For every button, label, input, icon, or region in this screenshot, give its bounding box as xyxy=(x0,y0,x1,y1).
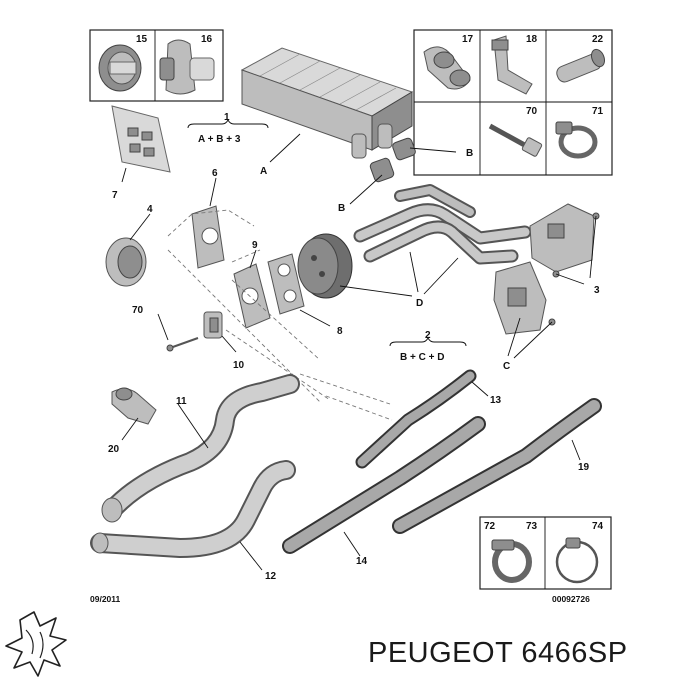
callout-70-lower: 70 xyxy=(132,305,144,316)
callout-11: 11 xyxy=(176,396,187,407)
part-74-clamp xyxy=(555,537,599,584)
hose-11 xyxy=(101,374,300,523)
callout-12: 12 xyxy=(265,571,277,582)
bracket-3 xyxy=(529,203,600,278)
dashed-guides xyxy=(167,209,393,421)
formula-1-number: 1 xyxy=(224,112,230,123)
callout-73: 73 xyxy=(526,521,538,532)
callout-6: 6 xyxy=(212,168,218,179)
callout-22: 22 xyxy=(592,34,604,45)
callout-d: D xyxy=(416,298,423,309)
callout-labels: 15 16 17 18 22 70 71 A B B 7 6 4 9 70 10… xyxy=(108,34,604,582)
callout-71: 71 xyxy=(592,106,604,117)
hose-14 xyxy=(282,416,486,554)
part-17-clip xyxy=(423,46,471,90)
connector-b-lower xyxy=(369,157,395,183)
diagram-reference: 00092726 xyxy=(552,594,590,604)
part-4-grommet xyxy=(105,237,147,287)
part-70-screw xyxy=(488,123,543,157)
part-9-seal xyxy=(233,263,271,329)
part-7-panel xyxy=(111,105,171,173)
formula-2-expression: B + C + D xyxy=(400,352,444,363)
hose-13 xyxy=(355,369,477,469)
foam-disc xyxy=(297,233,353,299)
part-15-clip xyxy=(98,44,142,92)
callout-70-inset: 70 xyxy=(526,106,538,117)
callout-74: 74 xyxy=(592,521,604,532)
part-10-clip xyxy=(203,311,223,339)
callout-72: 72 xyxy=(484,521,496,532)
callout-16: 16 xyxy=(201,34,213,45)
callout-c: C xyxy=(503,361,510,372)
hose-12 xyxy=(90,460,296,558)
inset-box-clips-left xyxy=(89,29,224,102)
formula-2-number: 2 xyxy=(425,330,431,341)
part-6-gasket xyxy=(191,205,225,269)
heater-pipes xyxy=(353,184,532,265)
callout-17: 17 xyxy=(462,34,474,45)
callout-a: A xyxy=(260,166,267,177)
formula-1: 1 A + B + 3 xyxy=(187,112,269,145)
part-8-seal xyxy=(267,253,305,315)
callout-13: 13 xyxy=(490,395,502,406)
part-72-73-clamp xyxy=(491,539,532,583)
connector-b-upper xyxy=(392,137,416,161)
heater-core xyxy=(240,47,414,159)
callout-b-upper: B xyxy=(466,148,473,159)
leader-lines xyxy=(121,133,597,571)
callout-7: 7 xyxy=(112,190,118,201)
part-70-screw-lower xyxy=(166,337,199,352)
callout-18: 18 xyxy=(526,34,538,45)
hose-19 xyxy=(392,398,602,534)
peugeot-lion-logo xyxy=(5,611,67,677)
part-18-bracket xyxy=(491,35,533,95)
formula-2: 2 B + C + D xyxy=(389,330,467,363)
callout-14: 14 xyxy=(356,556,368,567)
part-16-clip xyxy=(159,39,215,95)
bracket-c xyxy=(493,261,556,335)
callout-b-lower: B xyxy=(338,203,345,214)
formula-1-expression: A + B + 3 xyxy=(198,134,241,145)
callout-19: 19 xyxy=(578,462,590,473)
callout-20: 20 xyxy=(108,444,120,455)
callout-15: 15 xyxy=(136,34,148,45)
inset-box-clamps xyxy=(479,516,612,590)
callout-10: 10 xyxy=(233,360,245,371)
part-71-clamp xyxy=(555,121,598,159)
diagram-date: 09/2011 xyxy=(90,594,121,604)
inset-box-clips-right xyxy=(413,29,613,176)
callout-8: 8 xyxy=(337,326,343,337)
callout-3: 3 xyxy=(594,285,600,296)
part-20-clip xyxy=(111,387,157,425)
brand-part-number: PEUGEOT 6466SP xyxy=(368,637,628,669)
callout-9: 9 xyxy=(252,240,258,251)
part-22-connector xyxy=(556,48,606,83)
callout-4: 4 xyxy=(147,204,153,215)
